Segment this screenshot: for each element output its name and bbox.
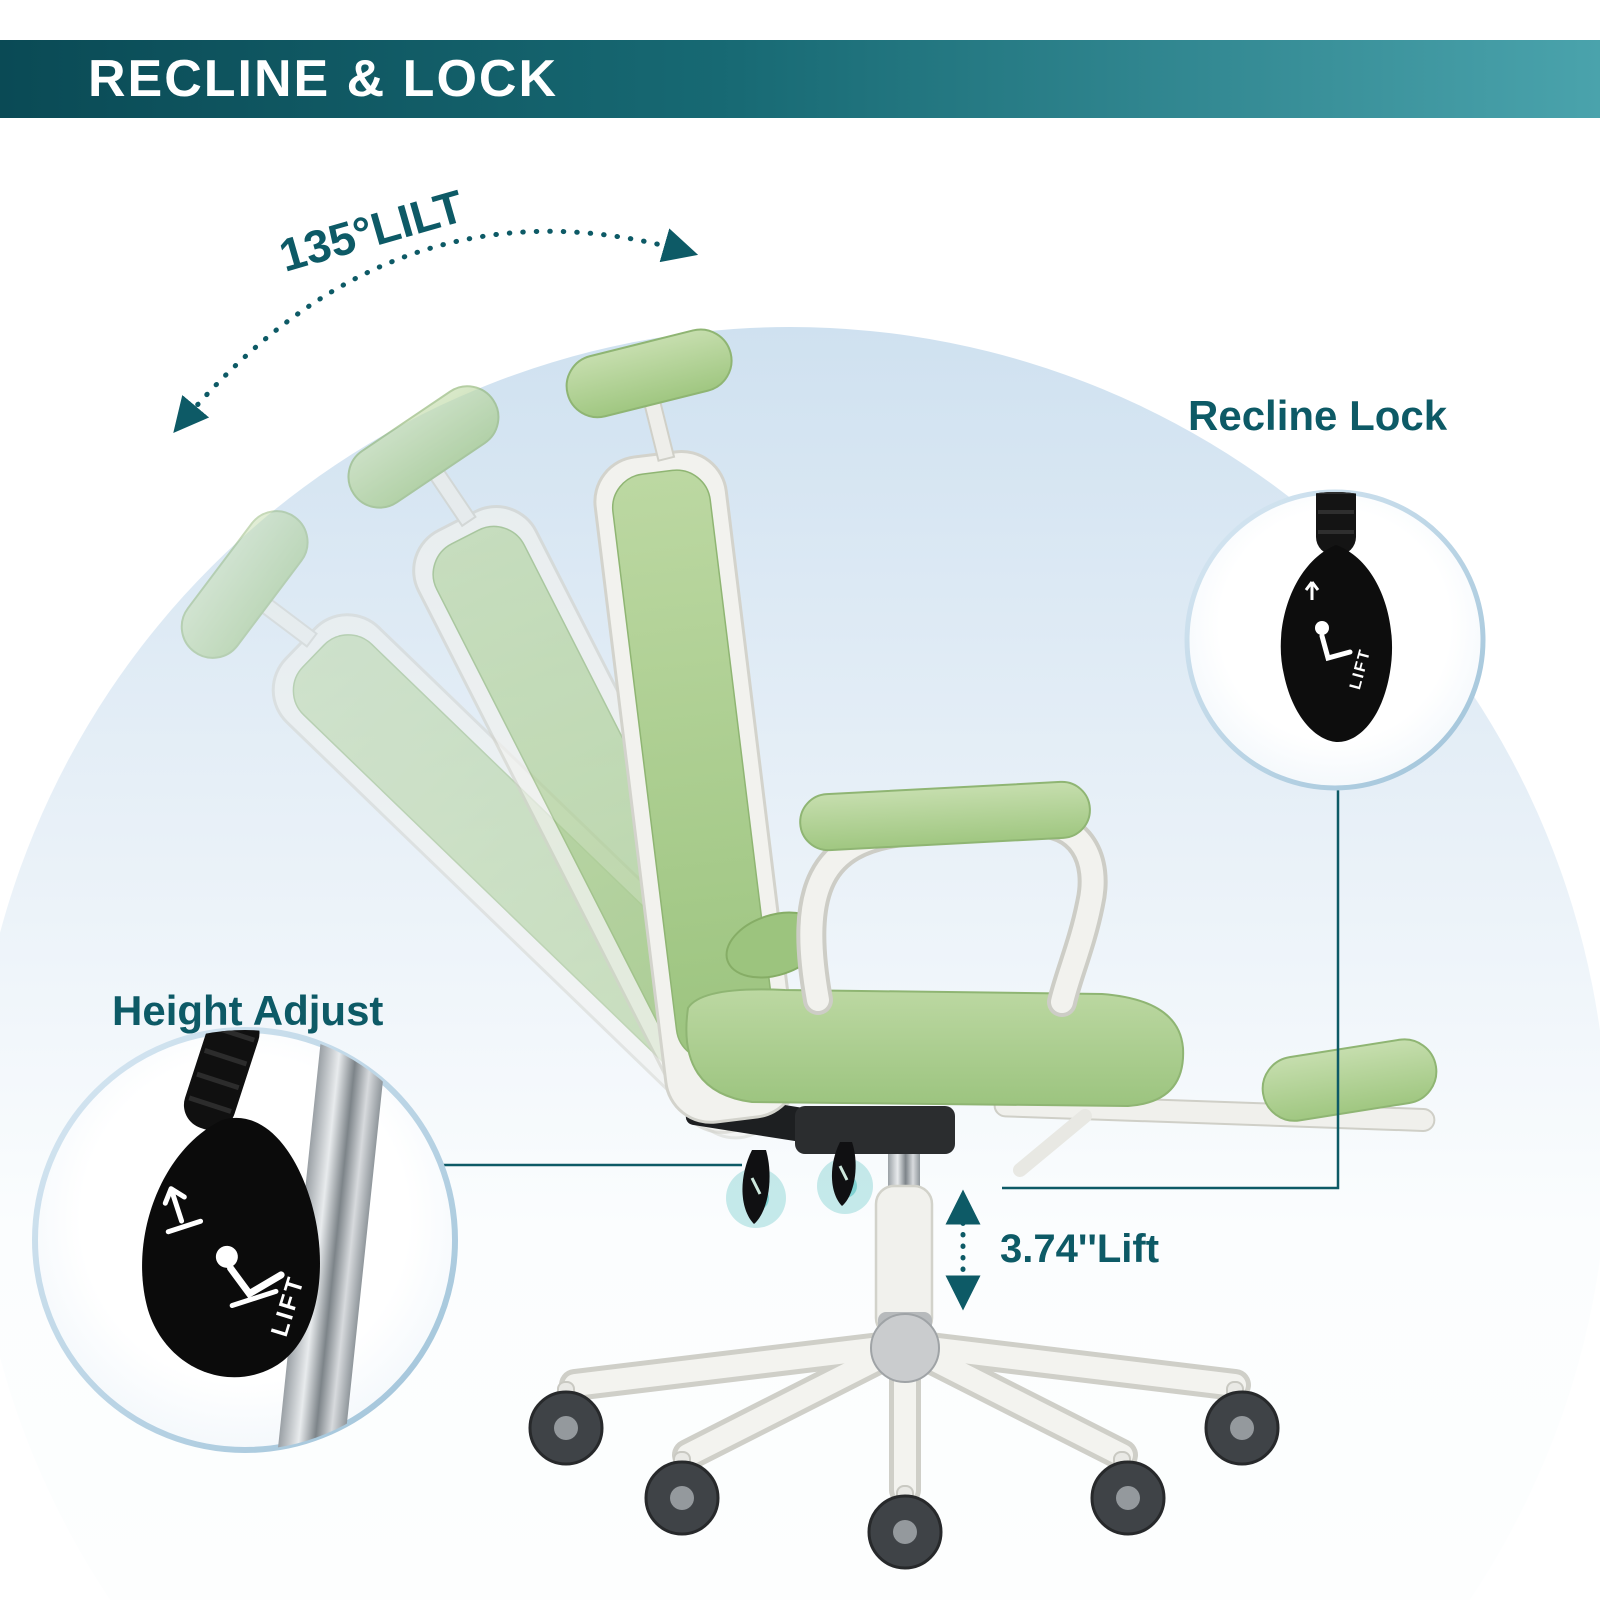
tilt-label: 135°LILT bbox=[273, 180, 469, 282]
height-adjust-lever-zoom: LIFT bbox=[142, 1030, 320, 1378]
height-adjust-callout: LIFT bbox=[32, 1027, 458, 1453]
header-bar: RECLINE & LOCK bbox=[0, 40, 1600, 118]
recline-lock-label: Recline Lock bbox=[1188, 392, 1448, 439]
lift-label: 3.74''Lift bbox=[1000, 1227, 1159, 1271]
page-title: RECLINE & LOCK bbox=[88, 50, 558, 108]
chair-illustration bbox=[528, 321, 1438, 1570]
caster-wheel bbox=[528, 1381, 604, 1466]
gas-lift-cylinder-zoom bbox=[275, 1030, 390, 1450]
lift-icon: LIFT bbox=[162, 1186, 310, 1340]
recline-lock-connector bbox=[1002, 790, 1340, 1190]
recline-lock-lever bbox=[817, 1142, 873, 1214]
caster-wheel bbox=[644, 1451, 720, 1536]
gas-lift bbox=[870, 1148, 940, 1383]
recline-lock-lever-zoom: LIFT bbox=[1280, 492, 1393, 742]
chair-armrest bbox=[796, 780, 1108, 1017]
caster-wheel bbox=[1090, 1451, 1166, 1536]
caster-wheel bbox=[1204, 1381, 1280, 1466]
height-adjust-lever bbox=[726, 1150, 786, 1228]
caster-wheel bbox=[867, 1485, 943, 1570]
chair-seat bbox=[685, 988, 1185, 1108]
recline-lock-callout: LIFT bbox=[1184, 489, 1486, 791]
height-adjust-label: Height Adjust bbox=[112, 987, 383, 1034]
